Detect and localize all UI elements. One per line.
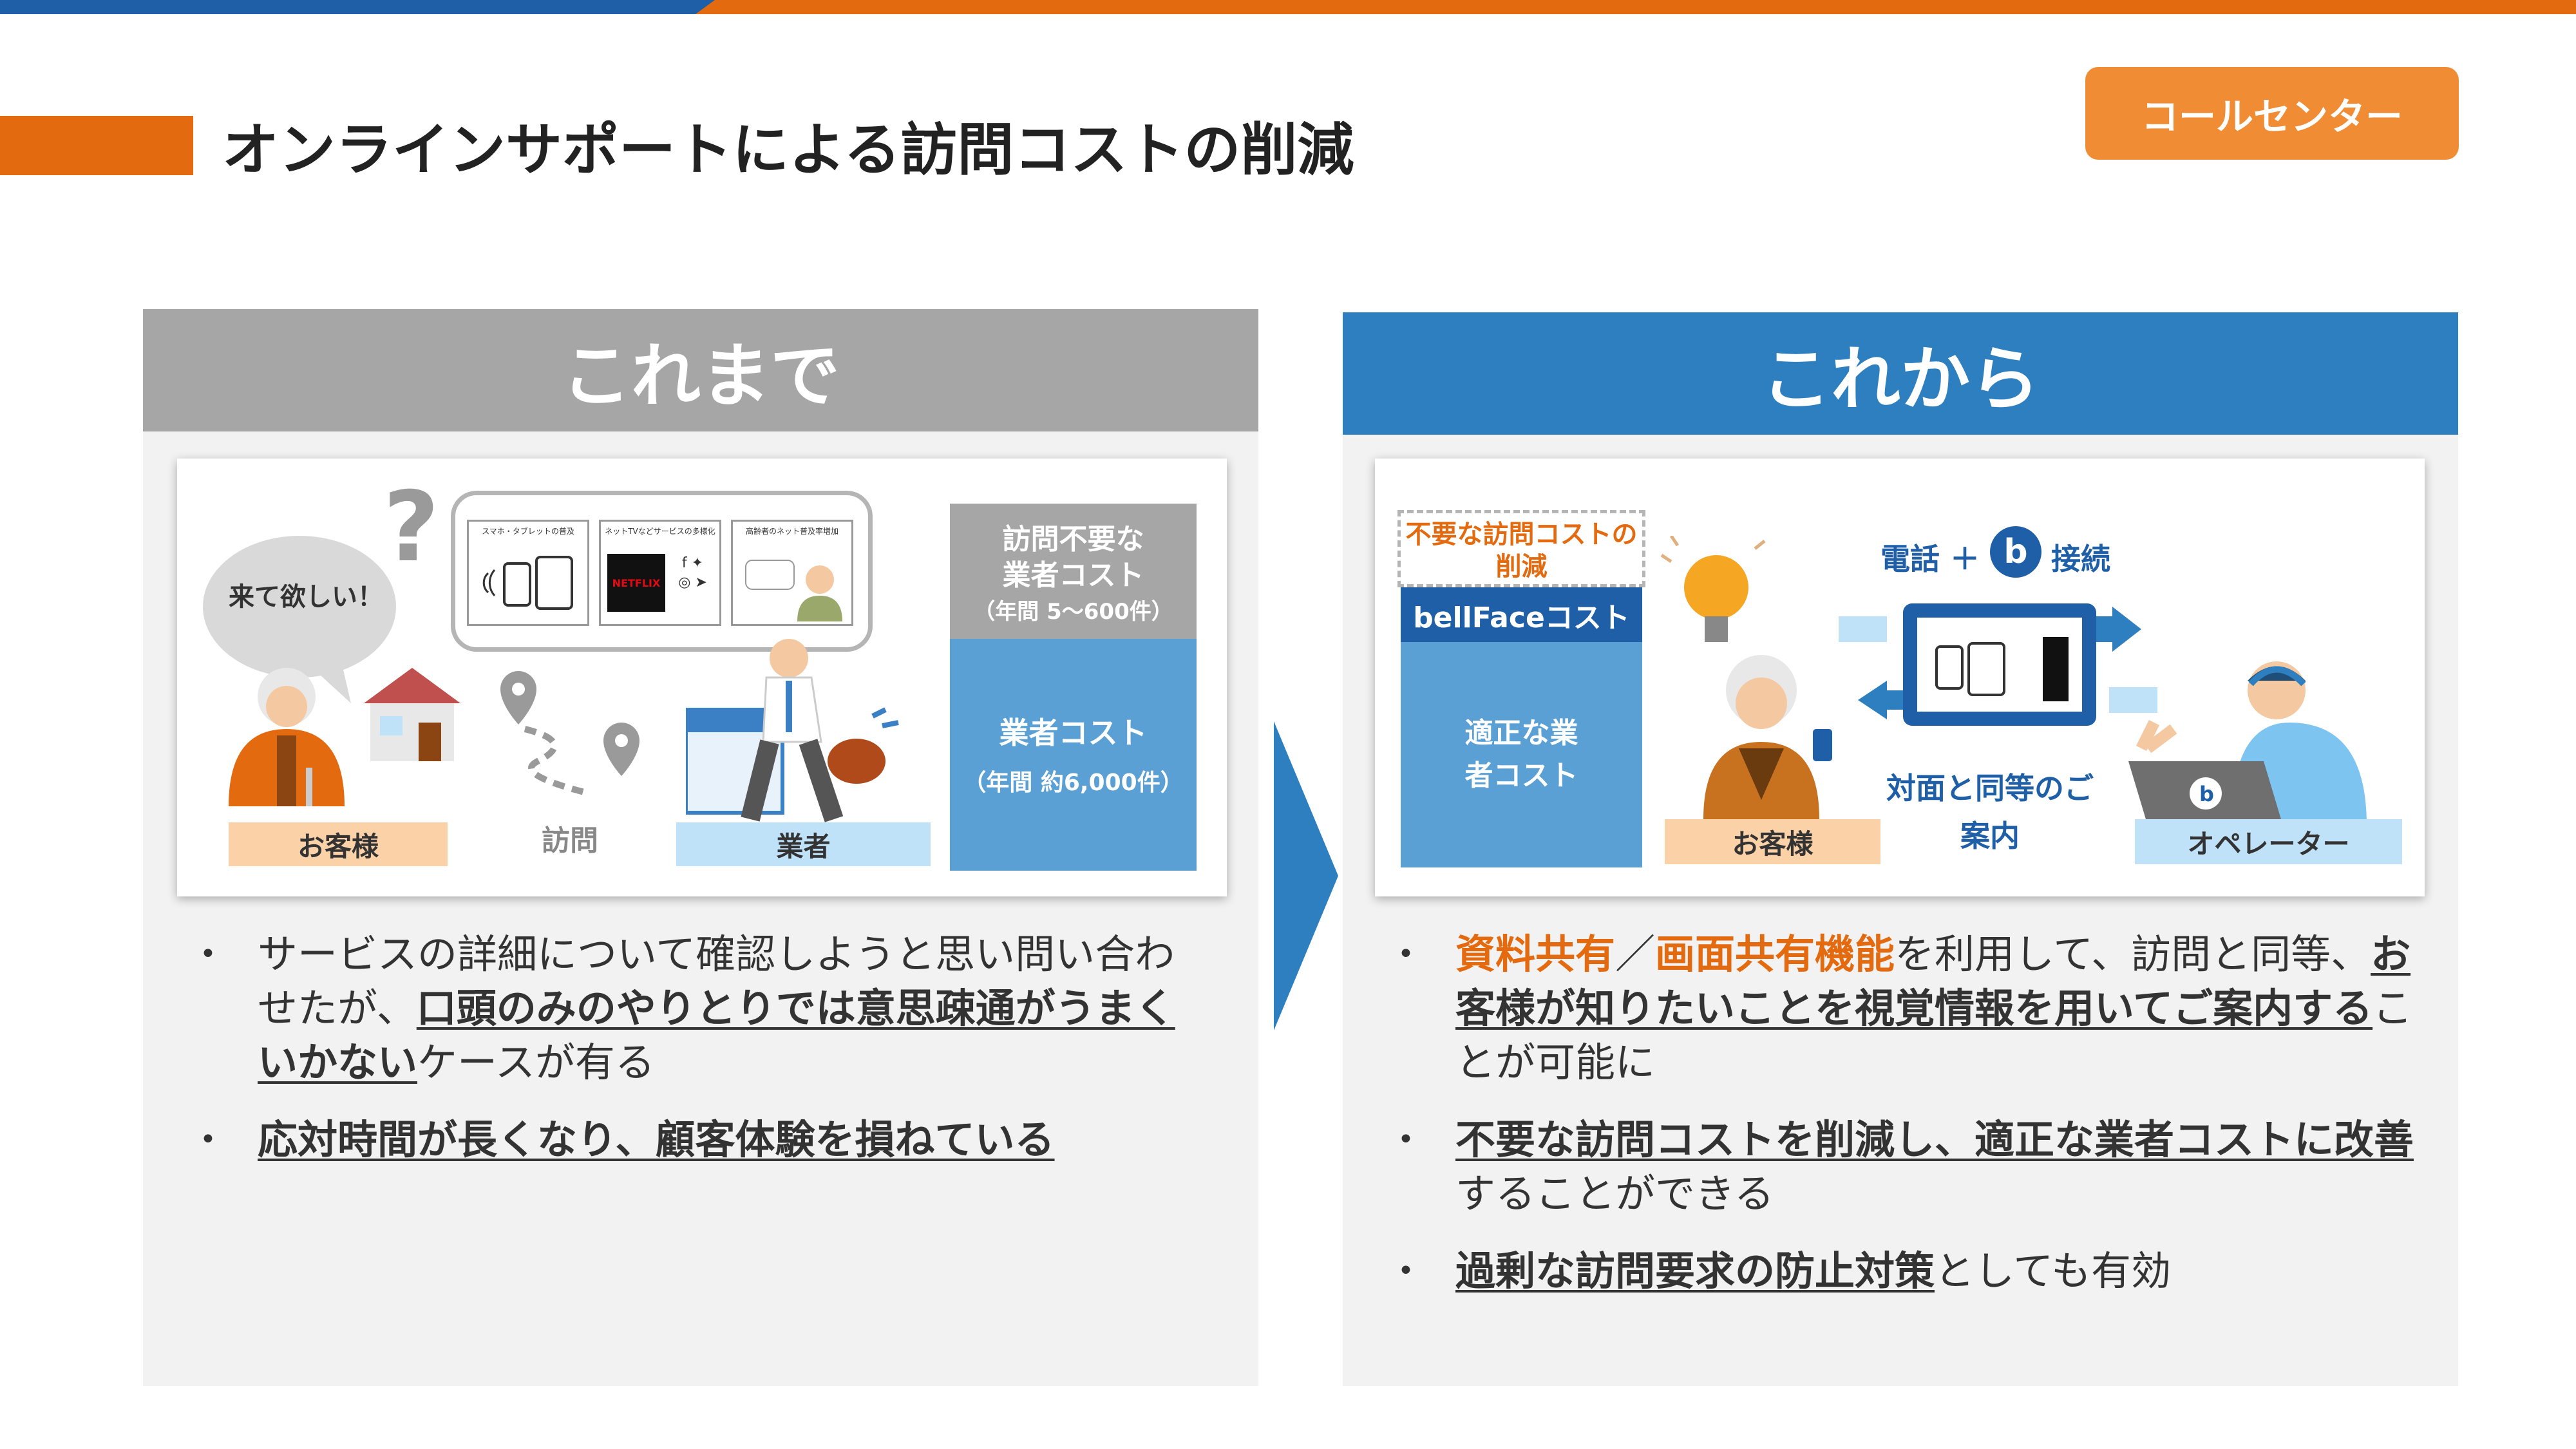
unnecessary-cost-sub: （年間 5～600件） xyxy=(973,599,1173,625)
same-as-visit-text: 対面と同等のご案内 xyxy=(1886,771,2094,853)
before-illustration: 来て欲しい！ ? お客様 訪問 スマホ・タブレットの普及 ネットTVなどサービス xyxy=(177,459,1227,896)
exchange-arrows-icon xyxy=(1839,607,2157,719)
after-illustration: 不要な訪問コストの削減 bellFaceコスト 適正な業者コスト お客様 電話 … xyxy=(1375,459,2425,896)
unnecessary-cost-title: 訪問不要な業者コスト xyxy=(1002,523,1144,592)
transition-arrow-icon xyxy=(1274,721,1338,1030)
elderly-customer-phone-icon xyxy=(1703,655,1832,819)
operator-label: オペレーター xyxy=(2135,819,2402,864)
screen-card: スマホ・タブレットの普及 xyxy=(467,520,589,626)
bullet-text: することができる xyxy=(1455,1170,1774,1217)
bellface-logo-icon: b xyxy=(1990,526,2041,578)
bullet-text: ケースが有る xyxy=(417,1039,655,1086)
bullet-emphasis: 応対時間が長くなり、顧客体験を損ねている xyxy=(258,1116,1055,1163)
lightbulb-icon xyxy=(1660,536,1766,642)
bullet-text: としても有効 xyxy=(1935,1247,2172,1294)
speech-text: 来て欲しい！ xyxy=(229,582,383,612)
screen-caption: スマホ・タブレットの普及 xyxy=(482,527,574,536)
screen-group xyxy=(451,491,873,652)
after-heading: これから xyxy=(1343,312,2458,435)
before-heading: これまで xyxy=(143,309,1258,431)
vendor-cost-box: 業者コスト （年間 約6,000件） xyxy=(950,639,1197,871)
top-accent-bar-blue xyxy=(0,0,715,14)
tablet-screen xyxy=(1917,618,2082,712)
page-title: オンラインサポートによる訪問コストの削減 xyxy=(222,117,1354,183)
phone-plus-text: 電話 ＋ xyxy=(1880,542,1980,576)
route-pin-icon xyxy=(500,671,639,797)
vendor-worker-icon xyxy=(686,639,899,822)
devices-icon xyxy=(482,556,573,610)
social-icons-icon: f ✦◎ ➤ xyxy=(678,555,707,591)
screen-caption: ネットTVなどサービスの多様化 xyxy=(605,527,715,536)
vendor-label: 業者 xyxy=(676,822,931,866)
bullet-emphasis: 過剰な訪問要求の防止対策 xyxy=(1455,1247,1935,1294)
visit-label: 訪問 xyxy=(542,824,598,857)
vendor-cost-sub: （年間 約6,000件） xyxy=(963,770,1184,796)
devices-icon xyxy=(1935,642,2005,696)
bullet-text: ／ xyxy=(1615,931,1656,978)
operator-headset-icon: b xyxy=(2128,661,2367,826)
question-mark-icon: ? xyxy=(383,471,440,583)
bellface-cost-box: bellFaceコスト xyxy=(1401,587,1642,642)
bullet-highlight: 画面共有機能 xyxy=(1655,931,1895,978)
screen-caption: 高齢者のネット普及率増加 xyxy=(745,527,838,536)
before-bullet-list: サービスの詳細について確認しようと思い問い合わせたが、口頭のみのやりとりでは意思… xyxy=(193,927,1198,1190)
connect-text: 接続 xyxy=(2051,542,2110,576)
tablet-device xyxy=(1903,603,2096,726)
screen-card: ネットTVなどサービスの多様化 NETFLIX f ✦◎ ➤ xyxy=(599,520,721,626)
reduced-cost-label: 不要な訪問コストの削減 xyxy=(1397,510,1645,587)
bullet-text: サービスの詳細について確認しようと思い問い合わせたが、 xyxy=(258,931,1175,1032)
bullet-emphasis: お客様が知りたいことを視覚情報を用いてご案内する xyxy=(1455,931,2411,1032)
after-bullet-list: 資料共有／画面共有機能を利用して、訪問と同等、お客様が知りたいことを視覚情報を用… xyxy=(1391,927,2421,1321)
bullet-emphasis: 口頭のみのやりとりでは意思疎通がうまくいかない xyxy=(258,985,1175,1086)
elderly-customer-icon xyxy=(229,668,345,806)
bullet-text: ことが可能に xyxy=(1455,985,2413,1086)
category-badge: コールセンター xyxy=(2085,67,2459,160)
brand-logo: NETFLIX xyxy=(607,554,665,612)
bullet-item: 過剰な訪問要求の防止対策としても有効 xyxy=(1391,1244,2421,1298)
customer-label: お客様 xyxy=(229,822,448,866)
bullet-text: を利用して、訪問と同等、 xyxy=(1895,931,2371,978)
bullet-item: 不要な訪問コストを削減し、適正な業者コストに改善することができる xyxy=(1391,1113,2421,1221)
top-accent-bar-orange xyxy=(696,0,2576,14)
svg-text:b: b xyxy=(2199,782,2214,806)
house-icon xyxy=(364,668,460,761)
screen-card: 高齢者のネット普及率増加 xyxy=(731,520,853,626)
vendor-cost-title: 業者コスト xyxy=(999,715,1148,750)
elderly-user-icon xyxy=(745,560,842,621)
unnecessary-cost-box: 訪問不要な業者コスト （年間 5～600件） xyxy=(950,504,1197,639)
brand-screen-thumb xyxy=(2043,637,2069,701)
bullet-item: 資料共有／画面共有機能を利用して、訪問と同等、お客様が知りたいことを視覚情報を用… xyxy=(1391,927,2421,1090)
bullet-item: 応対時間が長くなり、顧客体験を損ねている xyxy=(193,1113,1198,1167)
customer-label: お客様 xyxy=(1665,819,1880,864)
speech-bubble-icon xyxy=(203,536,396,703)
bullet-emphasis: 不要な訪問コストを削減し、適正な業者コストに改善 xyxy=(1455,1116,2414,1163)
proper-cost-box: 適正な業者コスト xyxy=(1401,642,1642,867)
bullet-highlight: 資料共有 xyxy=(1455,931,1616,978)
bullet-item: サービスの詳細について確認しようと思い問い合わせたが、口頭のみのやりとりでは意思… xyxy=(193,927,1198,1090)
title-accent-bar xyxy=(0,116,193,175)
